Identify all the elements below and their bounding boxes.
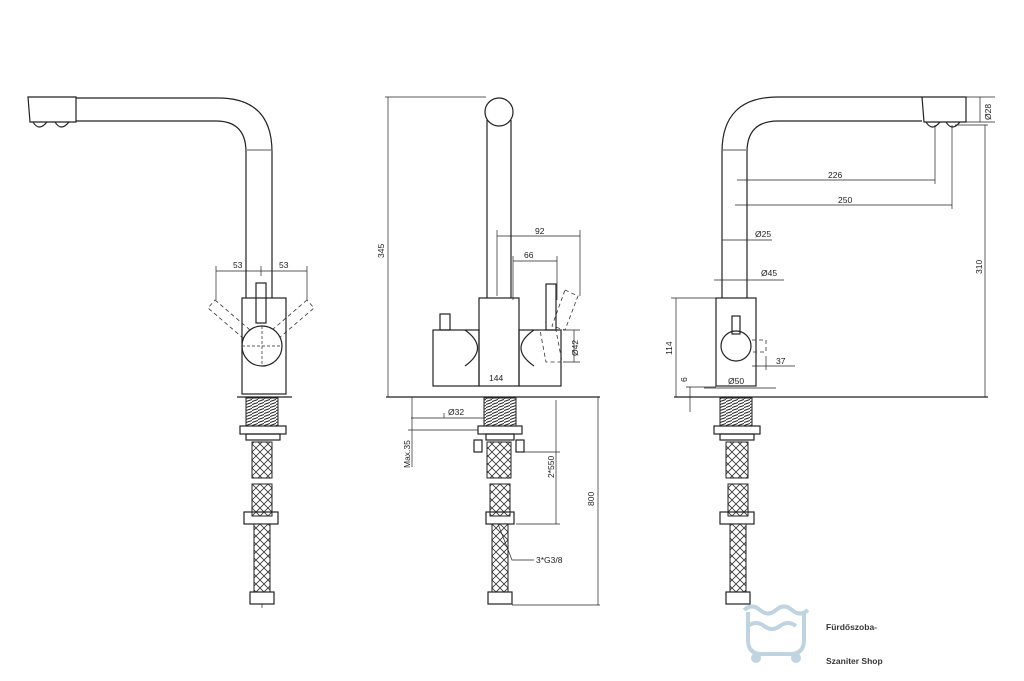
- dim-rear-body-height: 114: [664, 341, 674, 355]
- dim-rear-reach-inner: 226: [828, 170, 842, 180]
- dim-front-left: 53: [233, 260, 243, 270]
- dim-rear-spout-height: 310: [974, 260, 984, 274]
- dim-rear-side-offset: 37: [776, 356, 786, 366]
- dim-rear-column: Ø45: [761, 268, 777, 278]
- dim-side-mount-diameter: Ø32: [448, 407, 464, 417]
- watermark: Fürdőszoba- Szaniter Shop: [742, 604, 883, 666]
- side-view: 345 92 66 Ø42 144: [376, 96, 600, 606]
- dim-side-overall-length: 800: [586, 492, 596, 506]
- watermark-line-1: Fürdőszoba-: [826, 622, 877, 632]
- dim-side-height: 345: [376, 244, 386, 258]
- rear-view: Ø28 226 250 Ø25 Ø45 114 37 Ø50 6: [664, 96, 995, 605]
- front-view: 53 53: [27, 96, 315, 608]
- watermark-line-2: Szaniter Shop: [826, 656, 883, 666]
- water-waves-icon: [742, 604, 810, 663]
- dim-rear-base-diameter: Ø50: [728, 376, 744, 386]
- dim-side-body-diameter: Ø42: [570, 340, 580, 356]
- dim-front-right: 53: [279, 260, 289, 270]
- dim-rear-reach-outer: 250: [838, 195, 852, 205]
- dim-side-hose-length: 2*550: [546, 456, 556, 478]
- dim-side-connection: 3*G3/8: [536, 555, 563, 565]
- dim-side-offset: 66: [524, 250, 534, 260]
- dim-side-base-width: 144: [489, 373, 503, 383]
- dim-rear-spout-diameter: Ø28: [983, 104, 993, 120]
- dim-side-max-deck: Max.35: [402, 440, 412, 468]
- dim-rear-spout-pipe: Ø25: [755, 229, 771, 239]
- dim-rear-base-height: 6: [679, 377, 689, 382]
- dim-side-reach: 92: [535, 226, 545, 236]
